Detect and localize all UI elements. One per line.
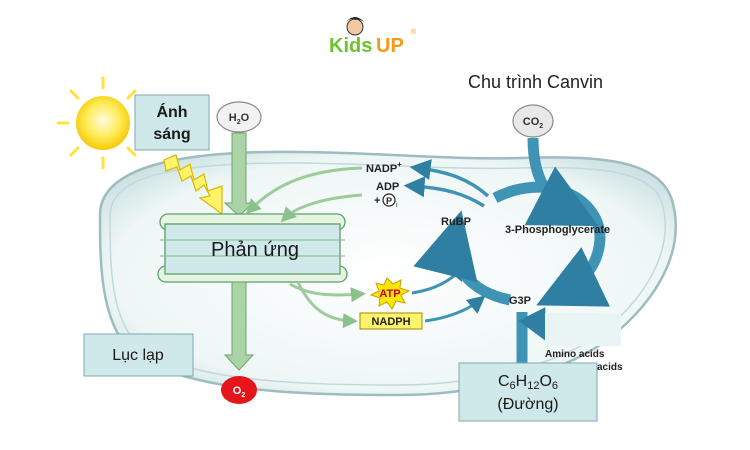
calvin-cycle-left-arc bbox=[413, 210, 512, 306]
reaction-label: Phản ứng bbox=[211, 239, 299, 261]
logo-face-icon bbox=[346, 18, 364, 36]
co2-input-oval bbox=[512, 104, 554, 138]
phosphate-plus: + bbox=[374, 195, 380, 207]
co2-label: CO2 bbox=[523, 116, 544, 130]
water-label: H2O bbox=[229, 112, 250, 126]
phosphoglycerate-label: 3-Phosphoglycerate bbox=[505, 224, 610, 236]
adp-label: ADP bbox=[376, 181, 399, 193]
rubp-label: RuBP bbox=[441, 216, 471, 228]
atp-forward-arrow bbox=[289, 282, 366, 303]
light-energy-bolt-icon bbox=[163, 154, 223, 216]
calvin-to-nadp-arrow bbox=[409, 159, 490, 198]
nadph-label: NADPH bbox=[371, 316, 410, 328]
light-label-line2: sáng bbox=[153, 126, 190, 143]
nadp-label: NADP+ bbox=[366, 160, 402, 175]
sugar-name-label: (Đường) bbox=[497, 396, 558, 413]
nadph-forward-arrow bbox=[296, 281, 358, 329]
chloroplast-label: Lục lạp bbox=[112, 347, 164, 364]
logo-kids-text: Kids bbox=[329, 35, 372, 57]
calvin-to-adp-arrow bbox=[403, 176, 485, 208]
amino-acids-label: Amino acids bbox=[545, 349, 605, 360]
chloroplast-label-box bbox=[83, 333, 194, 377]
sugar-label-box bbox=[458, 362, 598, 422]
logo-registered-mark: ® bbox=[411, 28, 417, 36]
atp-label: ATP bbox=[379, 288, 400, 300]
sun-icon bbox=[56, 76, 150, 170]
calvin-cycle-right-arc bbox=[536, 235, 610, 307]
cover-patch bbox=[545, 313, 621, 346]
oxygen-output-oval bbox=[221, 376, 257, 404]
fatty-acids-label: acids bbox=[597, 362, 623, 373]
kidsup-logo: Kids UP ® bbox=[329, 17, 417, 57]
light-label-box bbox=[134, 94, 210, 151]
light-label-line1: Ánh bbox=[156, 102, 187, 121]
oxygen-down-arrow bbox=[223, 281, 255, 371]
phosphate-symbol: P bbox=[386, 196, 392, 206]
phosphate-icon bbox=[382, 193, 396, 207]
g3p-branch-arrow bbox=[518, 307, 546, 341]
nadph-box bbox=[359, 312, 423, 330]
atp-burst bbox=[369, 277, 411, 310]
calvin-cycle-title: Chu trình Canvin bbox=[468, 72, 603, 92]
nadph-to-calvin-arrow bbox=[424, 295, 486, 323]
logo-hair-icon bbox=[346, 17, 364, 22]
thylakoid-stack bbox=[157, 213, 348, 283]
logo-up-text: UP bbox=[376, 35, 404, 57]
water-input-oval bbox=[216, 101, 262, 133]
nadp-return-arrow bbox=[245, 166, 363, 215]
co2-input-arrow bbox=[524, 137, 599, 227]
g3p-label: G3P bbox=[509, 295, 531, 307]
sugar-formula-label: C6H12O6 bbox=[498, 373, 558, 392]
adp-return-arrow bbox=[280, 193, 363, 223]
phosphate-subscript: i bbox=[396, 202, 398, 209]
